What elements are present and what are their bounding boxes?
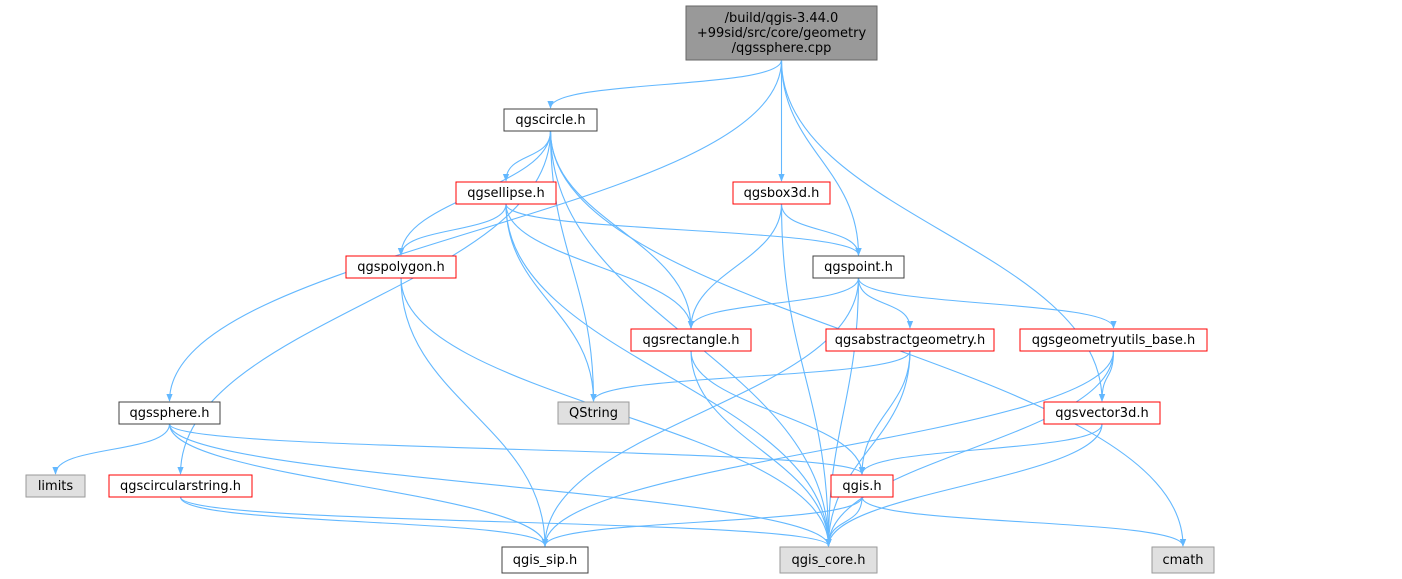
node-qgsellipse[interactable]: qgsellipse.h	[455, 181, 557, 205]
edge-qgspoint-to-qgis_sip	[541, 277, 860, 547]
node-label-root-line-2: /qgssphere.cpp	[732, 41, 832, 56]
edge-qgscircle-to-QString	[549, 130, 597, 402]
edge-qgsvector3d-to-qgis_core	[825, 423, 1103, 547]
node-box-root	[685, 5, 878, 61]
node-qgsvector3d[interactable]: qgsvector3d.h	[1043, 401, 1161, 425]
node-root[interactable]: /build/qgis-3.44.0+99sid/src/core/geomet…	[685, 5, 878, 61]
edge-qgsbox3d-to-qgspoint	[780, 203, 862, 256]
node-box-qgsellipse	[455, 181, 557, 205]
edge-qgspoint-to-qgis_core	[825, 277, 860, 547]
node-label-qgsrectangle: qgsrectangle.h	[642, 333, 739, 348]
edge-qgsellipse-to-qgspoint	[505, 203, 862, 256]
edge-qgsabstractgeometry-to-qgis_core	[825, 350, 911, 547]
edge-qgssphere-to-qgis_sip	[168, 423, 549, 547]
node-label-qgscircle: qgscircle.h	[515, 113, 585, 128]
edge-qgssphere-to-qgis	[168, 423, 866, 475]
node-box-qgis	[830, 474, 894, 498]
edge-qgsgeometryutils_base-to-qgis_core	[825, 350, 1115, 547]
node-label-limits: limits	[38, 479, 74, 494]
node-label-qgspoint: qgspoint.h	[824, 260, 893, 275]
nodes-layer: /build/qgis-3.44.0+99sid/src/core/geomet…	[25, 5, 1215, 574]
edge-qgscircularstring-to-qgis_sip	[179, 496, 549, 547]
node-box-qgsbox3d	[732, 181, 831, 205]
node-label-qgscircularstring: qgscircularstring.h	[120, 479, 241, 494]
edge-qgsbox3d-to-qgsrectangle	[687, 203, 783, 329]
edge-qgscircle-to-qgsellipse	[502, 130, 552, 182]
edge-qgsrectangle-to-qgis	[690, 350, 866, 475]
edge-qgis-to-qgis_sip	[541, 496, 863, 547]
node-label-root-line-1: +99sid/src/core/geometry	[697, 26, 867, 41]
node-box-qgsabstractgeometry	[825, 328, 995, 352]
edge-qgsgeometryutils_base-to-qgis_sip	[541, 350, 1115, 547]
edge-qgsellipse-to-qgsrectangle	[505, 203, 695, 329]
node-label-qgsvector3d: qgsvector3d.h	[1055, 406, 1148, 421]
node-box-qgscircularstring	[108, 474, 253, 498]
edge-qgssphere-to-qgis_core	[168, 423, 832, 547]
edge-qgsrectangle-to-qgis_core	[690, 350, 832, 547]
edge-qgssphere-to-limits	[52, 423, 171, 475]
edge-qgspoint-to-qgsrectangle	[687, 277, 860, 329]
node-box-QString	[557, 401, 630, 425]
edge-qgsellipse-to-qgis_core	[505, 203, 832, 547]
edge-qgis-to-cmath	[861, 496, 1187, 547]
node-label-qgssphere: qgssphere.h	[130, 406, 210, 421]
node-box-qgsgeometryutils_base	[1019, 328, 1208, 352]
node-qgsbox3d[interactable]: qgsbox3d.h	[732, 181, 831, 205]
node-label-qgsabstractgeometry: qgsabstractgeometry.h	[835, 333, 985, 348]
edge-qgsabstractgeometry-to-qgis	[858, 350, 911, 475]
node-qgsabstractgeometry[interactable]: qgsabstractgeometry.h	[825, 328, 995, 352]
node-box-qgis_sip	[501, 546, 589, 574]
edge-qgsellipse-to-QString	[505, 203, 597, 402]
node-label-QString: QString	[569, 406, 618, 421]
node-qgis[interactable]: qgis.h	[830, 474, 894, 498]
edge-root-to-qgssphere	[166, 59, 783, 402]
node-box-qgis_core	[779, 546, 878, 574]
node-label-qgsellipse: qgsellipse.h	[467, 186, 545, 201]
node-qgis_core[interactable]: qgis_core.h	[779, 546, 878, 574]
node-qgssphere[interactable]: qgssphere.h	[118, 401, 221, 425]
node-label-qgis_core: qgis_core.h	[792, 553, 866, 568]
node-qgsgeometryutils_base[interactable]: qgsgeometryutils_base.h	[1019, 328, 1208, 352]
node-qgscircularstring[interactable]: qgscircularstring.h	[108, 474, 253, 498]
edge-qgsvector3d-to-qgis	[858, 423, 1103, 475]
node-box-qgspolygon	[345, 255, 457, 279]
edge-root-to-qgspoint	[780, 59, 862, 256]
edge-qgscircularstring-to-qgis_core	[179, 496, 832, 547]
edge-qgsbox3d-to-qgis_core	[780, 203, 832, 547]
edge-qgspolygon-to-qgis_sip	[400, 277, 549, 547]
node-QString[interactable]: QString	[557, 401, 630, 425]
node-label-cmath: cmath	[1162, 553, 1203, 568]
node-box-cmath	[1151, 546, 1215, 574]
node-box-qgsvector3d	[1043, 401, 1161, 425]
node-label-qgspolygon: qgspolygon.h	[357, 260, 445, 275]
node-qgspolygon[interactable]: qgspolygon.h	[345, 255, 457, 279]
node-limits[interactable]: limits	[25, 474, 86, 498]
node-cmath[interactable]: cmath	[1151, 546, 1215, 574]
edge-qgsellipse-to-qgspolygon	[397, 203, 507, 256]
edge-qgis-to-qgis_core	[825, 496, 863, 547]
node-box-qgsrectangle	[630, 328, 752, 352]
edge-qgspoint-to-qgsabstractgeometry	[857, 277, 914, 329]
node-box-qgspoint	[812, 255, 905, 279]
node-label-qgsbox3d: qgsbox3d.h	[744, 186, 820, 201]
node-qgis_sip[interactable]: qgis_sip.h	[501, 546, 589, 574]
node-label-qgis: qgis.h	[842, 479, 881, 494]
node-qgsrectangle[interactable]: qgsrectangle.h	[630, 328, 752, 352]
edges-layer	[52, 59, 1187, 547]
node-label-root-line-0: /build/qgis-3.44.0	[725, 11, 839, 26]
node-qgscircle[interactable]: qgscircle.h	[503, 108, 598, 132]
node-box-qgscircle	[503, 108, 598, 132]
node-qgspoint[interactable]: qgspoint.h	[812, 255, 905, 279]
node-label-qgis_sip: qgis_sip.h	[513, 553, 577, 568]
edge-root-to-qgscircle	[547, 59, 783, 109]
node-label-qgsgeometryutils_base: qgsgeometryutils_base.h	[1032, 333, 1195, 348]
edge-qgsabstractgeometry-to-QString	[590, 350, 911, 402]
edge-qgspoint-to-qgsgeometryutils_base	[857, 277, 1117, 329]
node-box-qgssphere	[118, 401, 221, 425]
node-box-limits	[25, 474, 86, 498]
